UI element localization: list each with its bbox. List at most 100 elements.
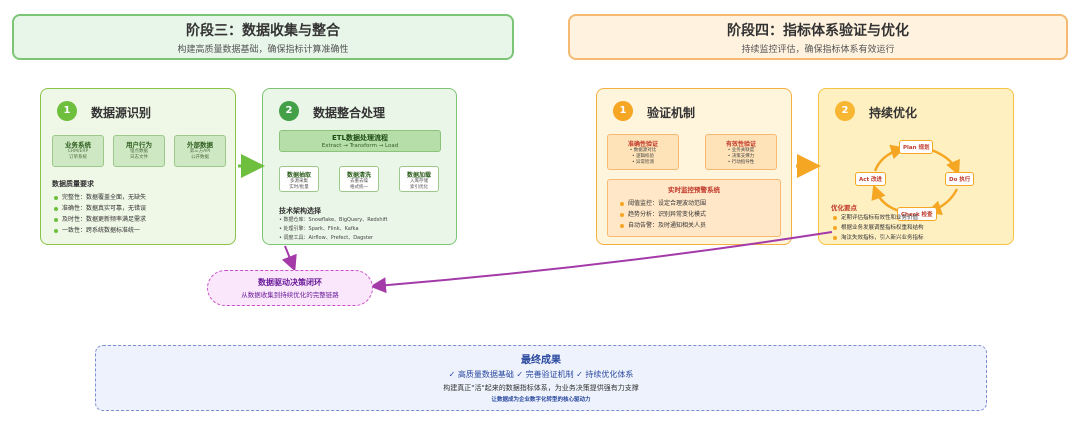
source-box-title: 外部数据 <box>187 141 213 149</box>
final-results-box: 最终成果 ✓ 高质量数据基础 ✓ 完善验证机制 ✓ 持续优化体系 构建真正"活"… <box>95 345 987 411</box>
source-box-line: 订单系统 <box>69 155 87 160</box>
bullet-dot-icon <box>620 223 624 228</box>
panel-data-integration-badge: 2 <box>279 101 299 121</box>
source-box-line: CRM/ERP <box>67 149 89 154</box>
tech-title: 技术架构选择 <box>279 207 321 215</box>
source-box-line: 日志文件 <box>130 155 148 160</box>
optimization-item-text: 根据业务发展调整指标权重和结构 <box>841 225 924 231</box>
validity-validation-box: 有效性验证 • 业务关联度 • 决策支撑力 • 行动指导性 <box>705 134 777 170</box>
source-box-line: 公开数据 <box>191 155 209 160</box>
quality-item-text: 完整性：数据覆盖全面，无缺失 <box>62 194 147 201</box>
validity-validation-line: • 业务关联度 <box>727 148 755 153</box>
validity-validation-title: 有效性验证 <box>725 141 756 148</box>
etl-process-box: ETL数据处理流程 Extract → Transform → Load <box>279 130 441 152</box>
quality-item: 及时性：数据更新频率满足需求 <box>54 214 146 223</box>
accuracy-validation-title: 准确性验证 <box>627 141 658 148</box>
optimization-item: 淘汰失效指标，引入新兴业务指标 <box>833 233 924 241</box>
panel-data-integration: 2 数据整合处理 ETL数据处理流程 Extract → Transform →… <box>262 88 457 245</box>
quality-title: 数据质量要求 <box>52 180 94 188</box>
bullet-dot-icon <box>833 225 837 230</box>
panel-optimization-title: 持续优化 <box>869 106 918 120</box>
tech-item: • 调度工具：Airflow、Prefect、Dagster <box>279 235 373 241</box>
bullet-dot-icon <box>833 215 837 220</box>
panel-data-source: 1 数据源识别 业务系统 CRM/ERP 订单系统 用户行为 埋点数据 日志文件… <box>40 88 236 245</box>
arrow-optimization-to-loop <box>370 231 833 294</box>
optimization-item: 定期评估指标有效性和业务价值 <box>833 213 918 221</box>
etl-step-line: 多源采集 <box>290 179 308 184</box>
monitor-alert-box: 实时监控预警系统 阈值监控：设定合理波动范围 趋势分析：识别异常变化模式 自动告… <box>607 179 781 237</box>
pdca-act: Act 改进 <box>855 172 887 186</box>
quality-item-text: 准确性：数据真实可靠，无错误 <box>62 205 147 212</box>
bullet-dot-icon <box>833 235 837 240</box>
quality-item: 准确性：数据真实可靠，无错误 <box>54 203 146 212</box>
optimization-item: 根据业务发展调整指标权重和结构 <box>833 223 924 231</box>
monitor-item: 趋势分析：识别异常变化模式 <box>620 209 706 218</box>
source-box-line: 埋点数据 <box>130 149 148 154</box>
validity-validation-line: • 决策支撑力 <box>727 154 755 159</box>
pdca-check: Check 检查 <box>897 207 937 221</box>
etl-step-line: 格式统一 <box>350 184 368 190</box>
source-box-user-behavior: 用户行为 埋点数据 日志文件 <box>113 135 165 167</box>
panel-validation-badge: 1 <box>613 101 633 121</box>
optimization-item-text: 定期评估指标有效性和业务价值 <box>841 215 919 221</box>
panel-validation: 1 验证机制 准确性验证 • 数据源对比 • 逻辑校验 • 异常检测 有效性验证… <box>596 88 792 245</box>
panel-optimization-badge: 2 <box>835 101 855 121</box>
panel-data-source-badge: 1 <box>57 101 77 121</box>
bullet-dot-icon <box>620 212 624 217</box>
accuracy-validation-line: • 数据源对比 <box>629 148 657 153</box>
monitor-item-text: 阈值监控：设定合理波动范围 <box>628 200 707 207</box>
accuracy-validation-box: 准确性验证 • 数据源对比 • 逻辑校验 • 异常检测 <box>607 134 679 170</box>
etl-step-line: 去重去噪 <box>350 179 368 184</box>
panel-data-integration-title: 数据整合处理 <box>313 106 386 120</box>
etl-step-line: 入库存储 <box>410 179 428 184</box>
optimization-item-text: 淘汰失效指标，引入新兴业务指标 <box>841 235 924 241</box>
quality-item-text: 及时性：数据更新频率满足需求 <box>62 216 147 223</box>
bullet-dot-icon <box>620 201 624 206</box>
bullet-dot-icon <box>54 228 58 233</box>
quality-item: 一致性：跨系统数据标准统一 <box>54 225 140 234</box>
final-results-checklist: ✓ 高质量数据基础 ✓ 完善验证机制 ✓ 持续优化体系 <box>448 370 634 379</box>
final-results-description: 构建真正"活"起来的数据指标体系，为业务决策提供强有力支撑 <box>443 384 639 392</box>
source-box-title: 用户行为 <box>126 141 152 149</box>
bullet-dot-icon <box>54 206 58 211</box>
accuracy-validation-line: • 逻辑校验 <box>631 154 655 159</box>
stage4-subtitle: 持续监控评估，确保指标体系有效运行 <box>741 45 895 55</box>
etl-step-line: 实时/批量 <box>289 184 309 190</box>
etl-step-transform: 数据清洗 去重去噪 格式统一 <box>339 166 379 192</box>
etl-step-line: 索引优化 <box>410 184 428 190</box>
bullet-dot-icon <box>54 217 58 222</box>
optimization-points-title: 优化要点 <box>831 204 857 212</box>
stage3-subtitle: 构建高质量数据基础，确保指标计算准确性 <box>177 45 349 55</box>
quality-item-text: 一致性：跨系统数据标准统一 <box>62 227 141 234</box>
arrow-integration-to-loop <box>281 245 297 272</box>
final-results-tagline: 让数据成为企业数字化转型的核心驱动力 <box>491 397 591 403</box>
etl-step-title: 数据抽取 <box>286 172 311 179</box>
final-results-title: 最终成果 <box>521 355 561 366</box>
etl-step-title: 数据清洗 <box>346 172 371 179</box>
etl-step-title: 数据加载 <box>406 172 431 179</box>
stage4-header: 阶段四：指标体系验证与优化 持续监控评估，确保指标体系有效运行 <box>568 14 1068 60</box>
decision-loop-title: 数据驱动决策闭环 <box>258 278 322 287</box>
accuracy-validation-line: • 异常检测 <box>631 160 655 165</box>
pdca-do: Do 执行 <box>945 172 975 186</box>
decision-loop-subtitle: 从数据收集到持续优化的完整链路 <box>241 291 339 299</box>
monitor-item: 自动告警：及时通知相关人员 <box>620 220 706 229</box>
source-box-line: 第三方API <box>189 149 211 154</box>
monitor-item-text: 趋势分析：识别异常变化模式 <box>628 211 707 218</box>
stage4-title: 阶段四：指标体系验证与优化 <box>727 23 909 39</box>
stage3-title: 阶段三：数据收集与整合 <box>186 23 340 39</box>
source-box-external: 外部数据 第三方API 公开数据 <box>174 135 226 167</box>
bullet-dot-icon <box>54 195 58 200</box>
tech-item: • 数据仓库：Snowflake、BigQuery、Redshift <box>279 217 388 223</box>
monitor-title: 实时监控预警系统 <box>668 186 720 194</box>
etl-subtitle: Extract → Transform → Load <box>321 143 399 149</box>
source-box-title: 业务系统 <box>65 141 91 149</box>
tech-item: • 处理引擎：Spark、Flink、Kafka <box>279 226 359 232</box>
decision-loop-box: 数据驱动决策闭环 从数据收集到持续优化的完整链路 <box>207 270 373 306</box>
etl-step-load: 数据加载 入库存储 索引优化 <box>399 166 439 192</box>
monitor-item: 阈值监控：设定合理波动范围 <box>620 198 706 207</box>
panel-validation-title: 验证机制 <box>647 106 696 120</box>
monitor-item-text: 自动告警：及时通知相关人员 <box>628 222 707 229</box>
validity-validation-line: • 行动指导性 <box>727 160 755 165</box>
